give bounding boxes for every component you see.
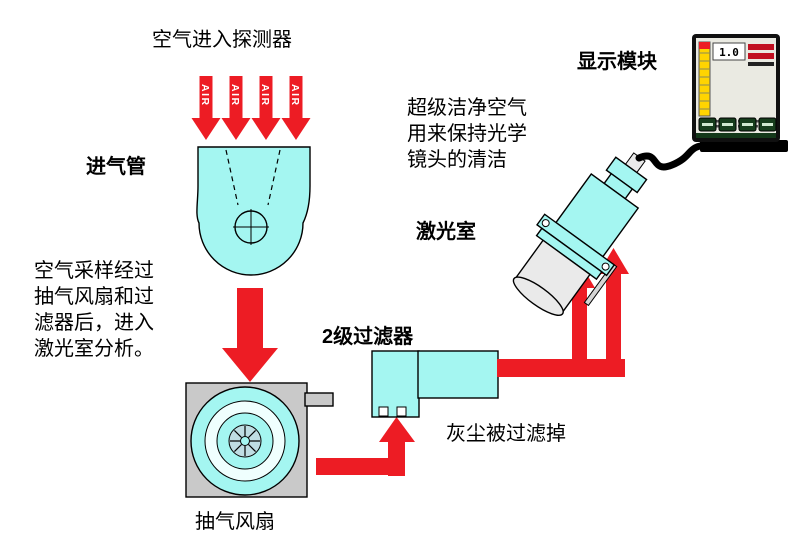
display-bottom-strip: [696, 133, 776, 138]
chamber-bolt: [601, 262, 610, 271]
air-arrow-label: AIR: [199, 84, 211, 107]
fan-outlet: [304, 392, 334, 407]
display-device: 1.0: [692, 34, 780, 142]
filter-foot: [396, 406, 407, 417]
filter-foot: [378, 406, 389, 417]
display-lcd: [712, 42, 746, 61]
intake-dashed-line: [267, 149, 281, 206]
label-exhaust-fan: 抽气风扇: [195, 511, 275, 533]
exhaust-fan-graphic: [185, 382, 334, 498]
intake-dashed-line: [225, 149, 239, 206]
air-arrow-label: AIR: [229, 84, 241, 107]
air-arrow: AIR: [191, 76, 221, 140]
chamber-bolt: [541, 219, 550, 228]
air-arrow: AIR: [251, 76, 281, 140]
intake-pipe-graphic: [196, 146, 311, 276]
laser-chamber-graphic: [512, 152, 648, 316]
label-dust-filtered: 灰尘被过滤掉: [446, 423, 566, 445]
display-stand: [700, 140, 788, 152]
display-cable: [635, 141, 712, 171]
air-arrows: AIR AIR AIR AIR: [191, 76, 311, 140]
flow-arrow-shaft: [497, 359, 625, 377]
air-arrow-shape: [251, 76, 281, 140]
label-air-entry: 空气进入探测器: [152, 29, 292, 51]
filter-block-right: [417, 350, 499, 399]
air-arrow-label: AIR: [259, 84, 271, 107]
display-bargraph-alarm: [699, 42, 710, 49]
filter-graphic: [371, 350, 499, 418]
display-buttons: [698, 117, 777, 132]
flow-arrow-down: [222, 288, 278, 382]
label-clean-air-note: 超级洁净空气 用来保持光学 镜头的清洁: [407, 97, 527, 171]
label-laser-chamber: 激光室: [416, 221, 476, 243]
display-bargraph-ticks: [699, 52, 710, 110]
display-lcd-reading: 1.0: [719, 46, 739, 59]
flow-arrow-head: [379, 417, 415, 442]
display-brand-bar: [748, 53, 774, 59]
flow-arrow-shaft: [606, 272, 621, 368]
label-display-module: 显示模块: [577, 51, 657, 73]
label-filter: 2级过滤器: [322, 326, 414, 348]
display-brand-bar: [748, 62, 774, 66]
fan-axle: [240, 436, 250, 446]
display-brand-bar: [748, 44, 774, 50]
filter-block-left: [371, 350, 420, 418]
flow-arrow-shaft: [572, 286, 587, 368]
flow-arrow-shaft: [388, 440, 405, 476]
air-arrow: AIR: [221, 76, 251, 140]
air-arrow-shape: [281, 76, 311, 140]
chamber-cylinder-end: [512, 276, 564, 316]
flow-arrow-fan-to-filter: [316, 417, 415, 476]
label-intake-pipe: 进气管: [86, 156, 146, 178]
air-arrow-label: AIR: [289, 84, 301, 107]
flow-arrow-shaft: [316, 458, 402, 475]
display-button-marks: [702, 123, 773, 126]
label-sampling-note: 空气采样经过 抽气风扇和过 滤器后，进入 激光室分析。: [34, 260, 154, 360]
air-arrow: AIR: [281, 76, 311, 140]
fan-blades: [230, 426, 260, 456]
air-arrow-shape: [221, 76, 251, 140]
air-arrow-shape: [191, 76, 221, 140]
